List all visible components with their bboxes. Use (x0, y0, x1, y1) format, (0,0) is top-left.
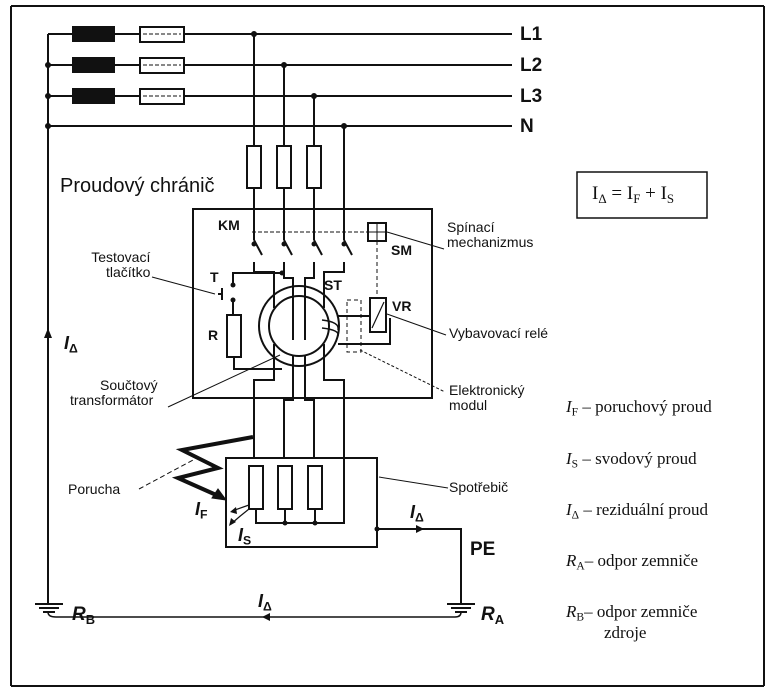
node (251, 241, 257, 247)
resistor-r (226, 314, 242, 358)
label-l3: L3 (520, 86, 543, 107)
label-t: T (210, 269, 219, 285)
node (341, 123, 347, 129)
legend-item: IF – poruchový proud (566, 397, 712, 419)
label-ra: RA (481, 604, 505, 627)
node (45, 93, 51, 99)
exit-n (323, 344, 345, 458)
formula-box (576, 171, 708, 219)
secondary-coil (321, 319, 339, 337)
label-i-s: IS (238, 525, 252, 548)
callout-fault: Porucha (68, 481, 121, 497)
node (230, 282, 236, 288)
node (279, 270, 285, 276)
conductor-n (323, 262, 345, 308)
arrow-if-head (230, 507, 237, 514)
node (311, 93, 317, 99)
load-element-3 (307, 465, 323, 510)
test-button-symbol (218, 288, 223, 300)
load-element-2 (277, 465, 293, 510)
callout-trip-relay: Vybavovací relé (449, 325, 549, 341)
node (45, 62, 51, 68)
fault-arrowhead (211, 488, 228, 501)
node (230, 297, 236, 303)
load-wiring (255, 458, 345, 524)
arrow-idelta-pe (416, 525, 424, 533)
label-i-delta-pe: IΔ (410, 502, 424, 525)
node (374, 526, 380, 532)
fuse-l1 (246, 145, 262, 189)
label-l2: L2 (520, 55, 543, 76)
formula: IΔ = IF + IS (592, 183, 675, 206)
ground-return (47, 611, 462, 618)
conductor-l1 (253, 262, 275, 308)
ground-ra-icon (447, 603, 475, 613)
node (341, 241, 347, 247)
rcd-box (192, 208, 433, 399)
ground-rb-icon (35, 603, 63, 613)
node (251, 31, 257, 37)
node (281, 62, 287, 68)
callout-leaders (138, 231, 449, 490)
label-i-delta-source: IΔ (64, 333, 78, 356)
exit-l2 (283, 355, 294, 458)
load-box (225, 457, 378, 548)
node (312, 520, 318, 526)
test-circuit (232, 272, 282, 285)
node (311, 241, 317, 247)
summation-transformer-inner (268, 295, 330, 357)
load-element-1 (248, 465, 264, 510)
fault-zigzag (171, 435, 254, 500)
label-r: R (208, 327, 219, 343)
arrow-is-head (229, 518, 236, 526)
conductor-l2 (283, 262, 294, 340)
pe-wire (377, 528, 462, 604)
electronic-module (346, 299, 362, 353)
diagram-title: Proudový chránič (60, 175, 215, 197)
node (45, 123, 51, 129)
legend-item: IΔ – reziduální proud (566, 500, 708, 522)
label-l1: L1 (520, 24, 543, 45)
legend-item: RA– odpor zemniče (566, 551, 699, 573)
secondary-wiring (338, 315, 391, 345)
fuse-l2 (276, 145, 292, 189)
label-n: N (520, 116, 534, 137)
label-i-delta-return: IΔ (258, 591, 272, 614)
conductor-l3 (304, 262, 315, 340)
label-rb: RB (72, 604, 96, 627)
arrow-idelta-up (44, 328, 52, 338)
source-choke-l1 (72, 26, 115, 42)
source-choke-l3 (72, 88, 115, 104)
arrow-idelta-return (262, 613, 270, 621)
callout-appliance: Spotřebič (449, 479, 509, 495)
exit-l3 (304, 355, 315, 458)
node (281, 241, 287, 247)
label-i-f: IF (195, 499, 208, 522)
label-km: KM (218, 217, 240, 233)
node (282, 520, 288, 526)
label-st: ST (324, 277, 342, 293)
label-sm: SM (391, 242, 412, 258)
legend-item: IS – svodový proud (566, 449, 697, 471)
exit-l1 (253, 344, 275, 458)
source-choke-l2 (72, 57, 115, 73)
fuse-l3 (306, 145, 322, 189)
km-contacts (253, 239, 353, 256)
summation-transformer-outer (258, 285, 340, 367)
label-vr: VR (392, 298, 412, 314)
label-pe: PE (470, 539, 496, 560)
